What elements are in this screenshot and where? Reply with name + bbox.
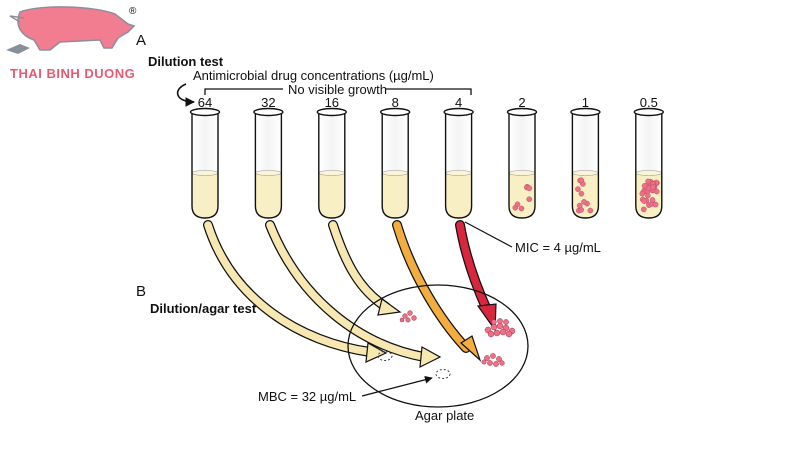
mic-label: MIC = 4 µg/mL bbox=[515, 240, 601, 255]
panel-b-letter: B bbox=[136, 283, 146, 300]
dilution-agar-title: Dilution/agar test bbox=[150, 301, 257, 316]
plate-spot-32 bbox=[435, 369, 451, 379]
test-tube-4: 4 bbox=[443, 95, 474, 219]
test-tube-32: 32 bbox=[253, 95, 284, 219]
test-tube-1: 1 bbox=[570, 95, 601, 219]
plate-spot-64 bbox=[377, 351, 393, 361]
agar-plate: Agar plate bbox=[347, 284, 529, 423]
test-tubes: 64 32 16 8 4 2 1 0.5 bbox=[189, 95, 664, 219]
plate-colonies-16 bbox=[399, 310, 417, 323]
concentration-label: 32 bbox=[261, 95, 275, 110]
plate-colonies-4 bbox=[484, 318, 516, 338]
concentration-label: 8 bbox=[392, 95, 399, 110]
concentration-subtitle: Antimicrobial drug concentrations (µg/mL… bbox=[193, 68, 434, 83]
test-tube-2: 2 bbox=[506, 95, 538, 219]
plate-colonies-8 bbox=[481, 353, 505, 367]
pointer-arrow bbox=[176, 83, 195, 107]
concentration-label: 0.5 bbox=[640, 95, 658, 110]
dilution-test-title: Dilution test bbox=[148, 54, 224, 69]
no-growth-bracket bbox=[204, 88, 472, 95]
pig-logo-icon bbox=[6, 6, 136, 54]
concentration-label: 2 bbox=[518, 95, 525, 110]
test-tube-0.5: 0.5 bbox=[633, 95, 664, 219]
no-growth-label: No visible growth bbox=[288, 82, 387, 97]
registered-mark: ® bbox=[129, 6, 137, 17]
mic-leader-line bbox=[464, 221, 513, 248]
mbc-pointer-arrow bbox=[361, 375, 433, 397]
concentration-label: 1 bbox=[582, 95, 589, 110]
test-tube-16: 16 bbox=[316, 95, 347, 219]
test-tube-64: 64 bbox=[189, 95, 221, 219]
brand-name: THAI BINH DUONG bbox=[10, 66, 135, 81]
panel-a-letter: A bbox=[136, 32, 146, 49]
transfer-arrow-64 bbox=[203, 220, 375, 357]
brand-logo: ® THAI BINH DUONG bbox=[6, 6, 137, 81]
concentration-label: 64 bbox=[198, 95, 212, 110]
agar-plate-label: Agar plate bbox=[415, 408, 474, 423]
mbc-label: MBC = 32 µg/mL bbox=[258, 389, 356, 404]
transfer-arrows bbox=[203, 220, 497, 369]
concentration-label: 16 bbox=[325, 95, 339, 110]
test-tube-8: 8 bbox=[380, 95, 411, 219]
concentration-label: 4 bbox=[455, 95, 462, 110]
